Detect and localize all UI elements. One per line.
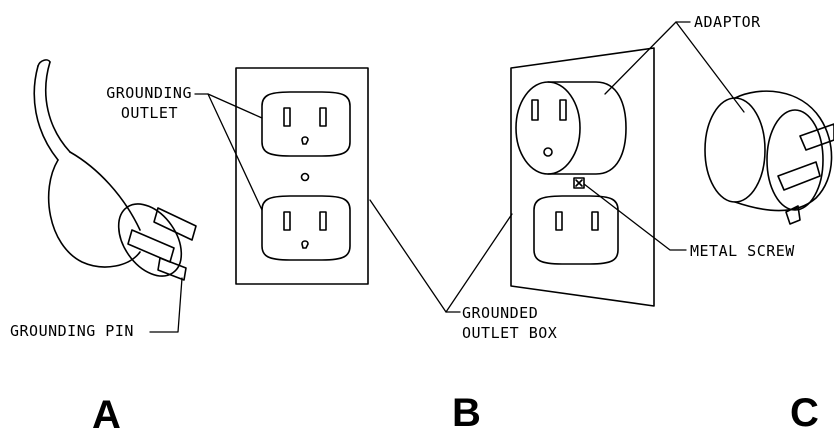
plug-cord bbox=[33, 65, 59, 161]
outlet-slot bbox=[283, 211, 291, 231]
outlet-ground-hole bbox=[301, 240, 309, 249]
label-metal-screw: METAL SCREW bbox=[690, 242, 795, 260]
adaptor-face bbox=[515, 81, 581, 175]
grounding-pin-shape bbox=[157, 257, 187, 281]
adaptor-prong bbox=[777, 161, 821, 191]
outlet-cover-plate bbox=[235, 67, 369, 285]
outlet-receptacle-top bbox=[261, 91, 351, 157]
outlet-slot bbox=[319, 211, 327, 231]
outlet-slot bbox=[591, 211, 599, 231]
adaptor-back bbox=[704, 97, 766, 203]
adaptor-ground-tab bbox=[785, 205, 801, 225]
adaptor-shell bbox=[734, 90, 833, 212]
adaptor-slot bbox=[559, 99, 567, 121]
adaptor-body bbox=[547, 81, 627, 175]
adaptor-prong bbox=[799, 123, 834, 151]
outlet-with-adaptor bbox=[510, 47, 655, 307]
label-grounded-outlet-box-line1: GROUNDED bbox=[462, 304, 538, 322]
panel-label-a: A bbox=[92, 393, 121, 434]
plug-body bbox=[47, 159, 141, 268]
outlet-ground-hole bbox=[301, 136, 309, 145]
label-grounding-outlet-line2: OUTLET bbox=[121, 104, 178, 122]
outlet-slot bbox=[283, 107, 291, 127]
panel-label-c: C bbox=[790, 391, 819, 434]
duplex-outlet bbox=[235, 67, 369, 285]
metal-screw-shape bbox=[573, 177, 585, 189]
panel-label-b: B bbox=[452, 391, 481, 434]
adaptor-front bbox=[766, 109, 824, 211]
adaptor-slot bbox=[531, 99, 539, 121]
outlet-receptacle-lower bbox=[533, 195, 619, 265]
outlet-slot bbox=[319, 107, 327, 127]
plate-screw bbox=[300, 172, 310, 182]
label-grounded-outlet-box-line2: OUTLET BOX bbox=[462, 324, 557, 342]
grounded-plug bbox=[33, 59, 197, 281]
outlet-slot bbox=[555, 211, 563, 231]
adaptor-standalone bbox=[704, 90, 834, 225]
label-adaptor: ADAPTOR bbox=[694, 13, 761, 31]
label-grounding-outlet-line1: GROUNDING bbox=[106, 84, 192, 102]
outlet-receptacle-bottom bbox=[261, 195, 351, 261]
outlet-plate-perspective bbox=[510, 47, 655, 307]
plug-face bbox=[117, 203, 183, 277]
plug-prong-upper bbox=[153, 207, 197, 241]
adaptor-ground-hole bbox=[543, 147, 553, 157]
leader-lines bbox=[149, 21, 745, 333]
label-grounding-pin: GROUNDING PIN bbox=[10, 322, 134, 340]
